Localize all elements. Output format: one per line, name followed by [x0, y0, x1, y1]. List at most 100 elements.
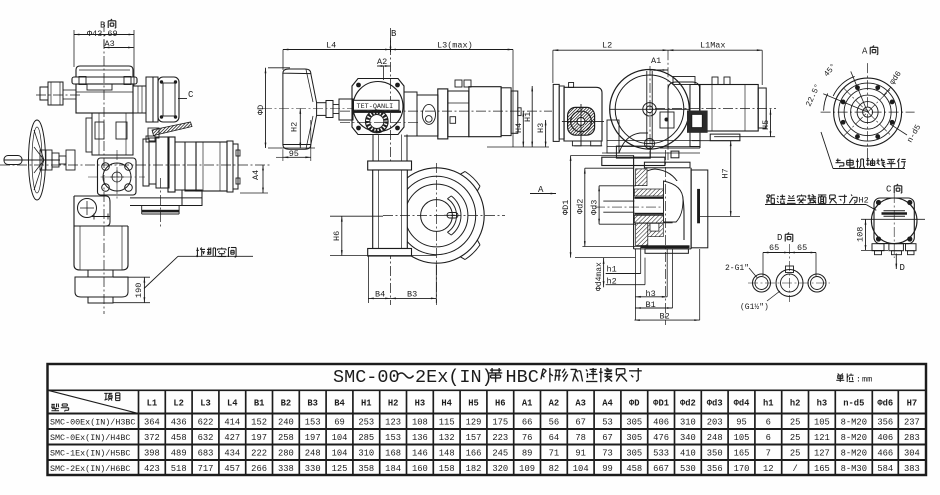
svg-text:L3(max): L3(max) — [437, 41, 473, 51]
svg-text:457: 457 — [224, 464, 240, 474]
svg-text:632: 632 — [198, 433, 214, 443]
svg-text:H3: H3 — [536, 123, 546, 133]
svg-text:H5: H5 — [468, 399, 479, 409]
svg-text:SMC-1Ex(IN)/H5BC: SMC-1Ex(IN)/H5BC — [50, 449, 130, 459]
svg-text:136: 136 — [412, 433, 428, 443]
svg-text:n-d5: n-d5 — [843, 399, 864, 409]
svg-text:414: 414 — [224, 418, 240, 428]
svg-text:A: A — [538, 185, 544, 195]
svg-text:H1: H1 — [523, 112, 533, 122]
svg-text:406: 406 — [653, 418, 669, 428]
svg-text:H2: H2 — [388, 399, 399, 409]
svg-text:476: 476 — [653, 433, 669, 443]
svg-text:B: B — [100, 21, 106, 31]
svg-text:310: 310 — [358, 449, 374, 459]
svg-text:458: 458 — [171, 433, 187, 443]
svg-text:Φd6: Φd6 — [877, 399, 893, 409]
svg-text:89: 89 — [522, 449, 533, 459]
svg-text:427: 427 — [224, 433, 240, 443]
svg-text:A2: A2 — [549, 399, 560, 409]
svg-text:305: 305 — [626, 418, 642, 428]
svg-text:SMC-00Ex(IN)/H3BC: SMC-00Ex(IN)/H3BC — [50, 418, 135, 428]
svg-text:67: 67 — [575, 418, 586, 428]
svg-text:109: 109 — [519, 464, 535, 474]
svg-text:108: 108 — [412, 418, 428, 428]
svg-text:8-M30: 8-M30 — [841, 464, 867, 474]
svg-text:305: 305 — [626, 433, 642, 443]
svg-text:h2: h2 — [607, 277, 617, 287]
svg-text:533: 533 — [653, 449, 669, 459]
svg-text:489: 489 — [171, 449, 187, 459]
svg-text:683: 683 — [198, 449, 214, 459]
svg-text:165: 165 — [814, 464, 830, 474]
svg-text:197: 197 — [251, 433, 267, 443]
svg-text:285: 285 — [358, 433, 374, 443]
svg-text:L1Max: L1Max — [700, 41, 726, 51]
svg-text:Φd4: Φd4 — [734, 399, 751, 409]
svg-text:76: 76 — [522, 433, 533, 443]
svg-text:99: 99 — [602, 464, 613, 474]
svg-text:H7: H7 — [907, 399, 918, 409]
svg-text:ΦD: ΦD — [256, 105, 266, 115]
svg-text:H5: H5 — [761, 120, 771, 130]
svg-text:320: 320 — [492, 464, 508, 474]
svg-text:L4: L4 — [326, 41, 336, 51]
svg-text:h3: h3 — [817, 399, 828, 409]
svg-text:L4: L4 — [227, 399, 238, 409]
svg-text:310: 310 — [680, 418, 696, 428]
svg-text:406: 406 — [877, 433, 893, 443]
svg-text:25: 25 — [790, 449, 801, 459]
svg-text:73: 73 — [602, 449, 613, 459]
svg-text:95: 95 — [736, 418, 747, 428]
svg-text:667: 667 — [653, 464, 669, 474]
svg-text:A4: A4 — [602, 399, 613, 409]
svg-text:ΦD1: ΦD1 — [653, 399, 669, 409]
svg-text:184: 184 — [385, 464, 401, 474]
svg-text:A: A — [862, 47, 868, 57]
svg-text::: : — [856, 376, 861, 385]
svg-text:64: 64 — [549, 433, 560, 443]
svg-text:132: 132 — [439, 433, 455, 443]
svg-text:182: 182 — [466, 464, 482, 474]
svg-text:584: 584 — [877, 464, 893, 474]
svg-text:B: B — [391, 29, 397, 39]
svg-text:280: 280 — [278, 449, 294, 459]
svg-text:Φ43.69: Φ43.69 — [87, 29, 118, 39]
svg-text:A1: A1 — [522, 399, 533, 409]
svg-text:Φd4max: Φd4max — [595, 262, 604, 291]
svg-text:HBC: HBC — [506, 367, 539, 388]
svg-text:358: 358 — [358, 464, 374, 474]
svg-text:C: C — [188, 90, 194, 100]
svg-text:175: 175 — [492, 418, 508, 428]
svg-text:D: D — [777, 233, 782, 243]
svg-text:A1: A1 — [651, 56, 661, 66]
svg-text:237: 237 — [904, 418, 920, 428]
svg-text:622: 622 — [198, 418, 214, 428]
svg-text:340: 340 — [680, 433, 696, 443]
svg-text:266: 266 — [251, 464, 267, 474]
svg-text:383: 383 — [904, 464, 920, 474]
svg-text:65: 65 — [769, 243, 779, 253]
svg-text:115: 115 — [439, 418, 455, 428]
svg-text:6: 6 — [766, 418, 771, 428]
svg-text:A3: A3 — [105, 39, 115, 49]
svg-text:H6: H6 — [332, 231, 342, 241]
svg-text:H6: H6 — [495, 399, 506, 409]
svg-text:B4: B4 — [334, 399, 345, 409]
svg-text:Φd2: Φd2 — [575, 199, 585, 214]
svg-text:B2: B2 — [660, 311, 670, 321]
svg-text:258: 258 — [278, 433, 294, 443]
svg-text:153: 153 — [385, 433, 401, 443]
svg-text:146: 146 — [412, 449, 428, 459]
svg-text:245: 245 — [492, 449, 508, 459]
svg-text:Φd2: Φd2 — [680, 399, 696, 409]
svg-text:160: 160 — [412, 464, 428, 474]
svg-text:H1: H1 — [361, 399, 372, 409]
svg-text:458: 458 — [626, 464, 642, 474]
svg-text:717: 717 — [198, 464, 214, 474]
svg-text:364: 364 — [144, 418, 160, 428]
svg-text:356: 356 — [707, 464, 723, 474]
svg-text:2-G1″: 2-G1″ — [725, 264, 749, 273]
svg-text:222: 222 — [251, 449, 267, 459]
svg-text:SMC-2Ex(IN)/H6BC: SMC-2Ex(IN)/H6BC — [50, 464, 130, 474]
